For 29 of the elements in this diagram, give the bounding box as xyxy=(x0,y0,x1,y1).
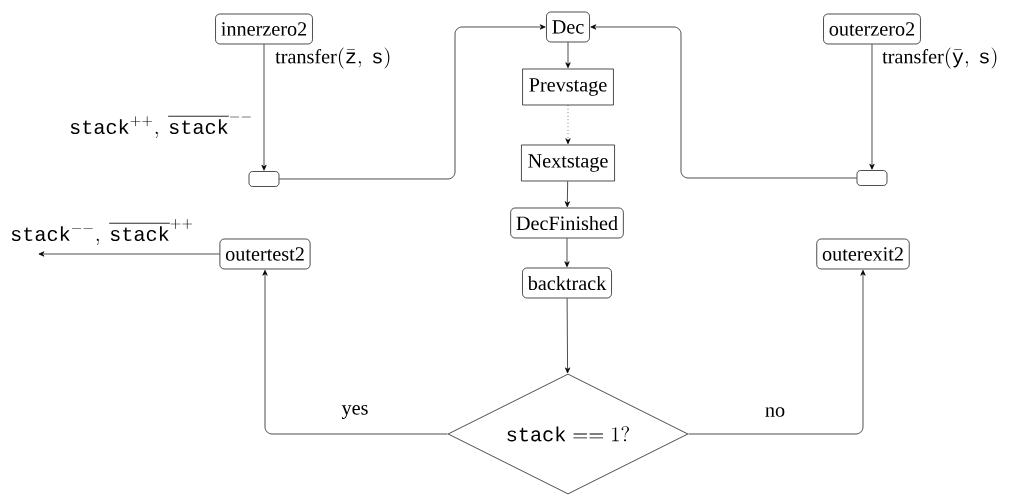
process-box: outerzero2 xyxy=(823,13,921,45)
arrow xyxy=(564,298,571,374)
arrow xyxy=(688,269,866,435)
junction-box xyxy=(248,171,280,187)
edge-label: no xyxy=(763,405,787,419)
edge-label: yes xyxy=(339,403,371,421)
stage-box: Nextstage xyxy=(521,144,615,182)
arrow xyxy=(262,269,448,435)
junction-box xyxy=(856,170,888,186)
arrow xyxy=(38,251,220,257)
annotation-label: $\mathtt{stack}^{++},\ \overline{\mathtt{stack}}^{--}$ xyxy=(70,116,251,138)
arrow xyxy=(564,238,570,268)
process-box: backtrack xyxy=(522,267,612,299)
arrow xyxy=(565,105,571,145)
process-box: Dec xyxy=(546,11,590,43)
arrow xyxy=(279,24,546,180)
edge-label: $\mathrm{transfer}(\bar{\mathtt{z}},\ \mathtt{s})$ xyxy=(273,45,394,71)
process-box: outertest2 xyxy=(219,238,311,270)
process-box: innerzero2 xyxy=(215,13,313,45)
edge-label: $\mathrm{transfer}(\bar{\mathtt{y}},\ \mathtt{s})$ xyxy=(880,45,1001,71)
process-box: DecFinished xyxy=(510,207,624,239)
process-box: outerexit2 xyxy=(816,238,910,270)
arrow xyxy=(564,181,570,208)
edge-label: $\mathtt{stack}^{--},\ \overline{\mathtt{stack}}^{++}$ xyxy=(8,217,196,247)
arrow xyxy=(261,44,267,171)
arrow xyxy=(869,44,875,170)
arrow xyxy=(565,42,571,69)
stage-box: Prevstage xyxy=(522,68,614,106)
arrow xyxy=(590,24,857,179)
